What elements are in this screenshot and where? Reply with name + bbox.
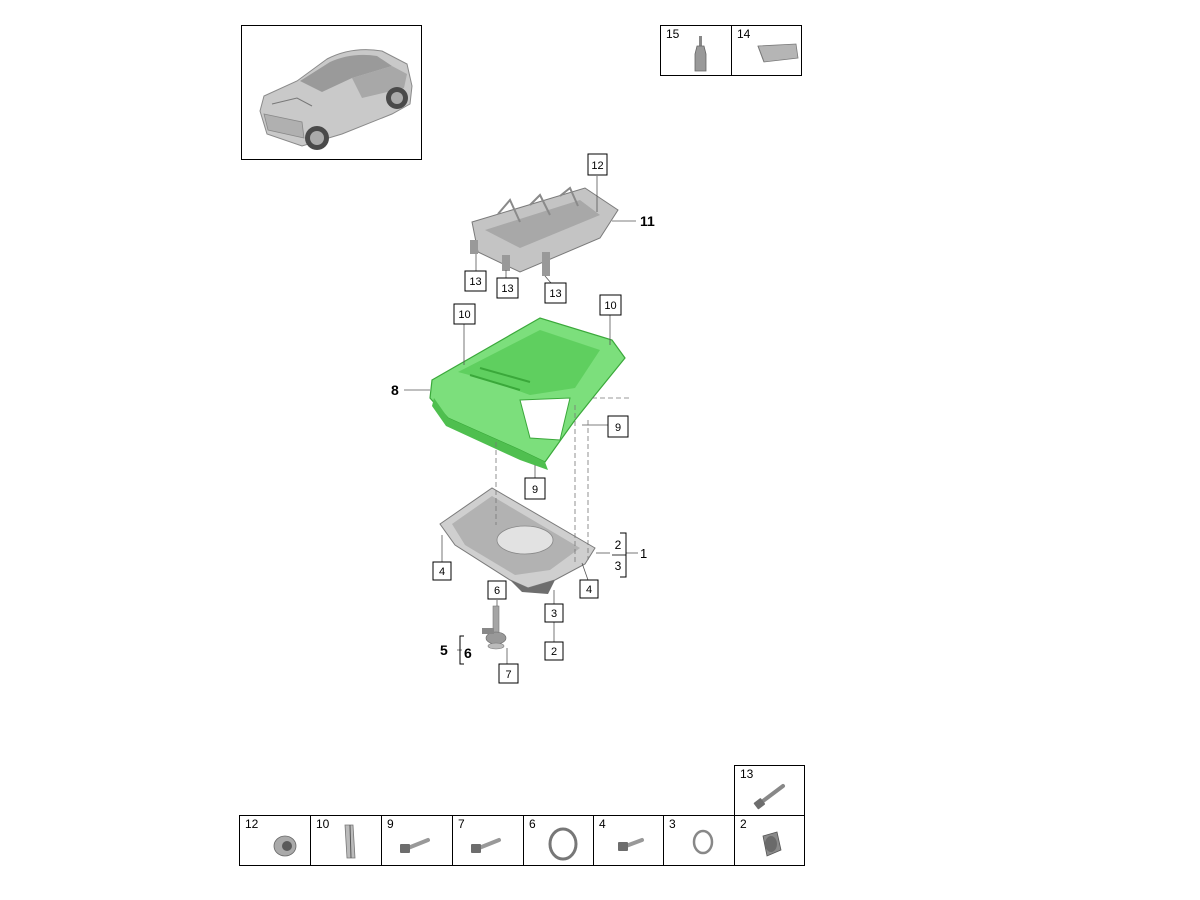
callout-9-a[interactable]: 9 <box>607 415 629 438</box>
accessory-cell-15[interactable]: 15 <box>660 25 732 76</box>
svg-text:9: 9 <box>615 422 621 434</box>
oil-pan-upper-part-8[interactable] <box>429 317 626 470</box>
svg-text:12: 12 <box>591 160 603 172</box>
part-number: 12 <box>245 817 259 831</box>
accessory-cell-14[interactable]: 14 <box>731 25 802 76</box>
callout-2-b[interactable]: 2 <box>544 641 564 661</box>
svg-text:11: 11 <box>640 213 655 229</box>
part-number: 10 <box>316 817 330 831</box>
svg-text:3: 3 <box>615 559 622 573</box>
bushing-icon <box>273 835 297 857</box>
svg-text:6: 6 <box>464 645 472 661</box>
callout-6-b[interactable]: 6 <box>464 645 472 661</box>
part-cell-9[interactable]: 9 <box>381 815 453 866</box>
callout-10-a[interactable]: 10 <box>453 303 476 325</box>
svg-text:10: 10 <box>604 300 616 312</box>
svg-text:2: 2 <box>615 538 622 552</box>
svg-text:2: 2 <box>551 646 557 658</box>
svg-text:8: 8 <box>391 382 399 398</box>
bolt-icon <box>471 838 501 853</box>
dowel-sleeve-icon <box>344 824 356 859</box>
svg-text:3: 3 <box>551 608 557 620</box>
callout-13-b[interactable]: 13 <box>496 277 519 299</box>
accessory-number: 15 <box>666 27 680 41</box>
callout-12[interactable]: 12 <box>587 153 608 176</box>
long-bolt-icon <box>753 784 785 810</box>
sealant-tube-icon <box>757 43 799 63</box>
oil-baffle-part-11[interactable] <box>470 186 619 276</box>
assembly-axes <box>495 397 630 565</box>
svg-text:6: 6 <box>494 585 500 597</box>
callout-3-b[interactable]: 3 <box>544 603 564 623</box>
part-number: 9 <box>387 817 394 831</box>
svg-text:7: 7 <box>505 669 511 681</box>
callout-13-c[interactable]: 13 <box>544 282 567 304</box>
callout-4-a[interactable]: 4 <box>432 561 452 581</box>
seal-ring-icon <box>548 827 578 861</box>
o-ring-icon <box>692 829 714 855</box>
part-number: 13 <box>740 767 754 781</box>
vehicle-thumbnail <box>241 25 422 160</box>
oil-pan-lower-part-1[interactable] <box>439 487 596 594</box>
part-cell-7[interactable]: 7 <box>452 815 524 866</box>
part-cell-10[interactable]: 10 <box>310 815 382 866</box>
svg-text:13: 13 <box>549 288 561 300</box>
part-number: 4 <box>599 817 606 831</box>
callout-4-b[interactable]: 4 <box>579 579 599 599</box>
bolt-icon <box>618 838 644 851</box>
callout-6-a[interactable]: 6 <box>487 580 507 600</box>
part-cell-13[interactable]: 13 <box>734 765 805 816</box>
callout-5[interactable]: 5 <box>440 642 448 658</box>
leader-lines <box>404 176 638 664</box>
part-cell-12[interactable]: 12 <box>239 815 311 866</box>
svg-text:4: 4 <box>439 566 445 578</box>
callout-10-b[interactable]: 10 <box>599 294 622 316</box>
drain-plug-icon <box>762 831 782 857</box>
svg-text:4: 4 <box>586 584 592 596</box>
callout-11[interactable]: 11 <box>640 213 655 229</box>
callout-8[interactable]: 8 <box>391 382 399 398</box>
part-cell-3[interactable]: 3 <box>663 815 735 866</box>
bolt-icon <box>400 838 430 853</box>
svg-text:9: 9 <box>532 484 538 496</box>
part-number: 2 <box>740 817 747 831</box>
suv-icon <box>259 49 413 150</box>
part-number: 7 <box>458 817 465 831</box>
callout-1[interactable]: 1 <box>640 546 647 561</box>
callout-13-a[interactable]: 13 <box>464 270 487 292</box>
svg-text:5: 5 <box>440 642 448 658</box>
part-cell-6[interactable]: 6 <box>523 815 594 866</box>
part-number: 6 <box>529 817 536 831</box>
part-number: 3 <box>669 817 676 831</box>
callout-7[interactable]: 7 <box>498 663 519 684</box>
callout-3-a[interactable]: 3 <box>615 559 622 573</box>
svg-text:13: 13 <box>469 276 481 288</box>
callout-2-a[interactable]: 2 <box>615 538 622 552</box>
svg-text:13: 13 <box>501 283 513 295</box>
oil-level-sensor-part-5[interactable] <box>482 605 507 650</box>
accessory-number: 14 <box>737 27 751 41</box>
svg-text:1: 1 <box>640 546 647 561</box>
svg-text:10: 10 <box>458 309 470 321</box>
callout-9-b[interactable]: 9 <box>524 477 546 500</box>
oil-bottle-icon <box>694 36 707 72</box>
part-cell-4[interactable]: 4 <box>593 815 664 866</box>
part-cell-2[interactable]: 2 <box>734 815 805 866</box>
